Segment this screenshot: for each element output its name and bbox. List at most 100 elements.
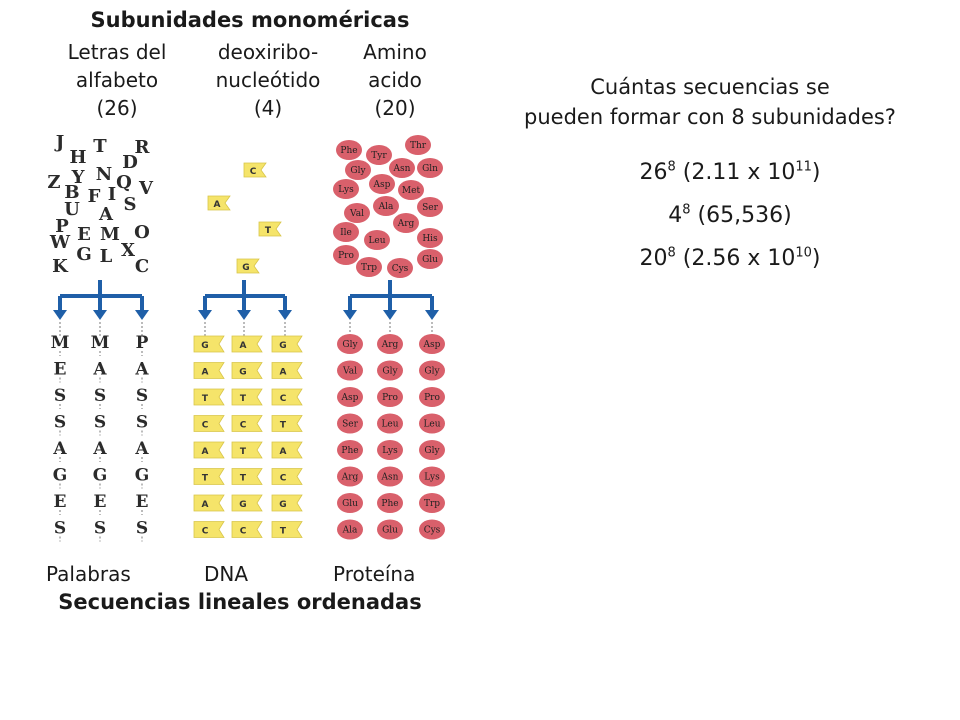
word-letter: E bbox=[54, 360, 67, 380]
nucleotide-tile-label: T bbox=[265, 226, 272, 236]
title: Subunidades monoméricas bbox=[90, 8, 410, 32]
label-dna: DNA bbox=[204, 562, 249, 586]
calc-base: 20 bbox=[639, 246, 668, 271]
amino-acid bbox=[333, 179, 359, 199]
dna-tile bbox=[231, 388, 263, 406]
calc-end: ) bbox=[811, 246, 821, 271]
protein-residue bbox=[377, 519, 403, 540]
nucleotide-tile-label: A bbox=[214, 200, 221, 210]
amino-acid bbox=[405, 135, 431, 155]
protein-residue bbox=[377, 334, 403, 354]
dna-tile bbox=[271, 468, 303, 485]
protein-residue-label: Phe bbox=[381, 499, 398, 509]
dna-base: A bbox=[202, 368, 209, 378]
arrow-letters-head bbox=[53, 310, 67, 320]
scattered-letter: U bbox=[64, 199, 80, 220]
protein-residue-label: Asp bbox=[423, 340, 441, 350]
protein-residue bbox=[337, 413, 363, 434]
dna-base: A bbox=[240, 341, 247, 351]
amino-acid bbox=[366, 145, 392, 165]
word-letter: S bbox=[94, 519, 106, 539]
dna-base: T bbox=[240, 474, 247, 484]
protein-residue bbox=[377, 413, 403, 434]
protein-residue bbox=[419, 387, 445, 407]
dna-base: A bbox=[202, 500, 209, 510]
dna-base: C bbox=[202, 421, 209, 431]
column-header-line: (4) bbox=[253, 96, 283, 120]
protein-residue bbox=[419, 360, 445, 381]
amino-acid bbox=[398, 180, 424, 200]
amino-acid-label: Tyr bbox=[371, 151, 387, 161]
dna-base: G bbox=[201, 341, 208, 351]
dna-tile bbox=[193, 468, 225, 485]
protein-residue bbox=[337, 493, 363, 513]
word-letter: A bbox=[92, 360, 107, 380]
amino-acid-label: Asp bbox=[373, 180, 391, 190]
column-header-nucleotides: deoxiribo- nucleótido (4) bbox=[203, 38, 333, 122]
word-letter: A bbox=[92, 439, 107, 459]
column-header-line: (26) bbox=[96, 96, 138, 120]
amino-acid-label: Lys bbox=[338, 185, 354, 195]
dna-tile bbox=[193, 362, 225, 379]
scattered-letter: K bbox=[52, 256, 69, 277]
scattered-letter: X bbox=[121, 240, 135, 261]
calc-base: 26 bbox=[639, 160, 668, 185]
calc-rest: (65,536) bbox=[690, 203, 792, 228]
dna-tile bbox=[193, 494, 225, 512]
protein-residue bbox=[419, 413, 445, 434]
word-letter: S bbox=[136, 386, 148, 406]
scattered-letter: V bbox=[138, 178, 154, 199]
dna-base: T bbox=[280, 421, 287, 431]
protein-residue-label: Ser bbox=[342, 420, 358, 430]
amino-acid bbox=[417, 228, 443, 248]
protein-residue bbox=[337, 440, 363, 460]
amino-acid bbox=[345, 160, 371, 180]
amino-acid-label: Ile bbox=[340, 228, 352, 238]
word-letter: G bbox=[53, 466, 68, 486]
question-line: pueden formar con 8 subunidades? bbox=[524, 105, 896, 129]
dna-base: T bbox=[280, 527, 287, 537]
dna-tile bbox=[231, 415, 263, 432]
arrow-protein-head bbox=[343, 310, 357, 320]
amino-acid bbox=[333, 245, 359, 265]
word-letter: A bbox=[134, 439, 149, 459]
dna-tile bbox=[271, 415, 303, 432]
protein-residue-label: Gly bbox=[382, 367, 398, 377]
protein-residue bbox=[337, 466, 363, 487]
protein-residue-label: Arg bbox=[381, 340, 399, 350]
arrow-letters-head bbox=[135, 310, 149, 320]
nucleotide-tile bbox=[243, 162, 267, 178]
word-letter: M bbox=[51, 333, 70, 353]
scattered-letter: P bbox=[55, 216, 69, 237]
word-letter: E bbox=[54, 492, 67, 512]
nucleotide-tile bbox=[258, 221, 282, 237]
calc-exp: 8 bbox=[667, 159, 676, 175]
column-header-amino-acids: Amino acido (20) bbox=[330, 38, 460, 122]
amino-acid bbox=[387, 258, 413, 278]
scattered-letter: R bbox=[135, 137, 151, 158]
nucleotide-tile bbox=[236, 258, 260, 274]
calc-exp: 8 bbox=[682, 202, 691, 218]
dna-tile bbox=[271, 441, 303, 459]
amino-acid-label: Glu bbox=[422, 255, 438, 265]
protein-residue bbox=[377, 387, 403, 407]
dna-tile bbox=[231, 521, 263, 538]
protein-residue-label: Cys bbox=[424, 526, 441, 536]
calc-nucleotides: 48 (65,536) bbox=[560, 203, 900, 228]
protein-residue-label: Pro bbox=[424, 393, 440, 403]
word-letter: G bbox=[93, 466, 108, 486]
column-header-line: Amino bbox=[363, 40, 427, 64]
dna-tile bbox=[271, 521, 303, 538]
dna-base: G bbox=[279, 500, 286, 510]
nucleotide-tile-label: G bbox=[242, 263, 249, 273]
scattered-letter: Z bbox=[47, 172, 60, 193]
word-letter: A bbox=[52, 439, 67, 459]
scattered-letter: G bbox=[76, 244, 91, 265]
amino-acid bbox=[356, 257, 382, 277]
amino-acid bbox=[417, 197, 443, 217]
protein-residue bbox=[377, 360, 403, 381]
label-proteina: Proteína bbox=[333, 562, 416, 586]
protein-residue-label: Trp bbox=[424, 499, 440, 509]
scattered-letter: H bbox=[69, 147, 86, 168]
